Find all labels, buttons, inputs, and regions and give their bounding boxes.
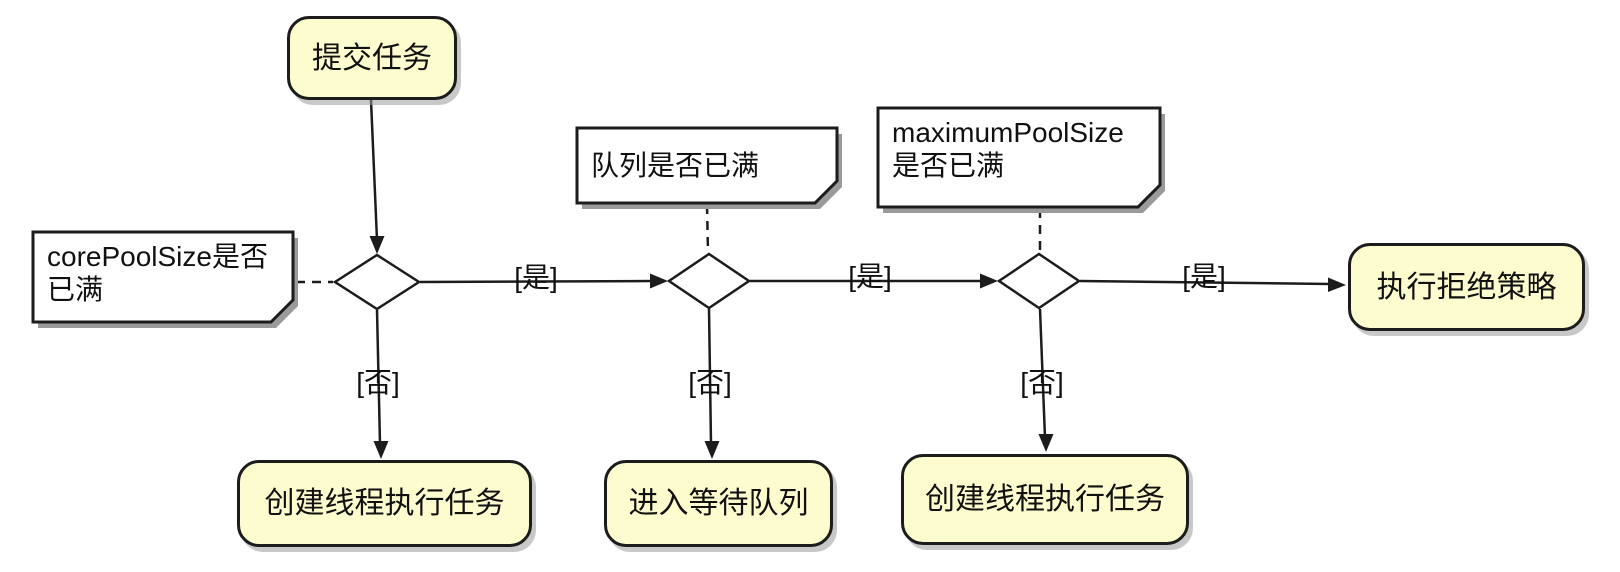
note3-line1: maximumPoolSize xyxy=(892,117,1124,148)
edge-submit-to-decision1 xyxy=(369,99,379,241)
note2-text: 队列是否已满 xyxy=(591,149,759,182)
arrowhead-into-decision3 xyxy=(980,273,998,289)
edge-label-no-1: [否] xyxy=(356,367,400,398)
edge-decision1-to-create-left xyxy=(375,309,382,445)
node-submit-task: 提交任务 xyxy=(287,16,457,100)
note3-text: maximumPoolSize 是否已满 xyxy=(892,116,1124,182)
note1-line1: corePoolSize是否 xyxy=(47,241,268,272)
edge-label-yes-1: [是] xyxy=(514,262,558,293)
node-enter-wait-queue-label: 进入等待队列 xyxy=(628,487,809,520)
note3-line2: 是否已满 xyxy=(892,150,1005,181)
note3-max-pool-size xyxy=(876,106,1162,209)
node-create-thread-left-label: 创建线程执行任务 xyxy=(264,487,505,520)
edge-decision3-to-reject xyxy=(1079,279,1331,286)
note1-core-pool-size xyxy=(31,230,295,324)
edge-label-yes-2: [是] xyxy=(848,261,892,292)
note2-queue-full xyxy=(575,126,839,205)
arrowhead-into-decision2 xyxy=(650,273,668,289)
node-enter-wait-queue: 进入等待队列 xyxy=(604,460,833,547)
arrowhead-into-create-right xyxy=(1038,434,1054,452)
arrowhead-into-decision1 xyxy=(369,236,385,254)
node-create-thread-right-label: 创建线程执行任务 xyxy=(925,483,1165,516)
edge-decision1-to-decision2 xyxy=(419,279,653,284)
decision2-diamond xyxy=(666,252,752,310)
node-submit-task-label: 提交任务 xyxy=(312,41,432,75)
edge-note2-to-decision2 xyxy=(705,204,710,253)
edge-label-yes-3: [是] xyxy=(1182,261,1226,292)
note1-text: corePoolSize是否 已满 xyxy=(47,240,268,306)
arrowhead-into-wait-queue xyxy=(704,441,720,459)
arrowhead-into-create-left xyxy=(373,441,389,459)
node-create-thread-right: 创建线程执行任务 xyxy=(901,454,1189,545)
edge-label-no-3: [否] xyxy=(1020,367,1064,398)
node-create-thread-left: 创建线程执行任务 xyxy=(237,460,532,547)
node-reject-policy-label: 执行拒绝策略 xyxy=(1376,270,1557,304)
note1-line2: 已满 xyxy=(47,274,104,305)
decision1-diamond xyxy=(332,253,422,311)
node-reject-policy: 执行拒绝策略 xyxy=(1348,243,1585,331)
note2-line1: 队列是否已满 xyxy=(591,150,760,181)
edge-decision2-to-wait-queue xyxy=(707,308,713,445)
edge-label-no-2: [否] xyxy=(688,367,732,398)
decision3-diamond xyxy=(996,252,1082,310)
edge-decision3-to-create-right xyxy=(1038,308,1047,439)
arrowhead-into-reject xyxy=(1328,277,1346,292)
